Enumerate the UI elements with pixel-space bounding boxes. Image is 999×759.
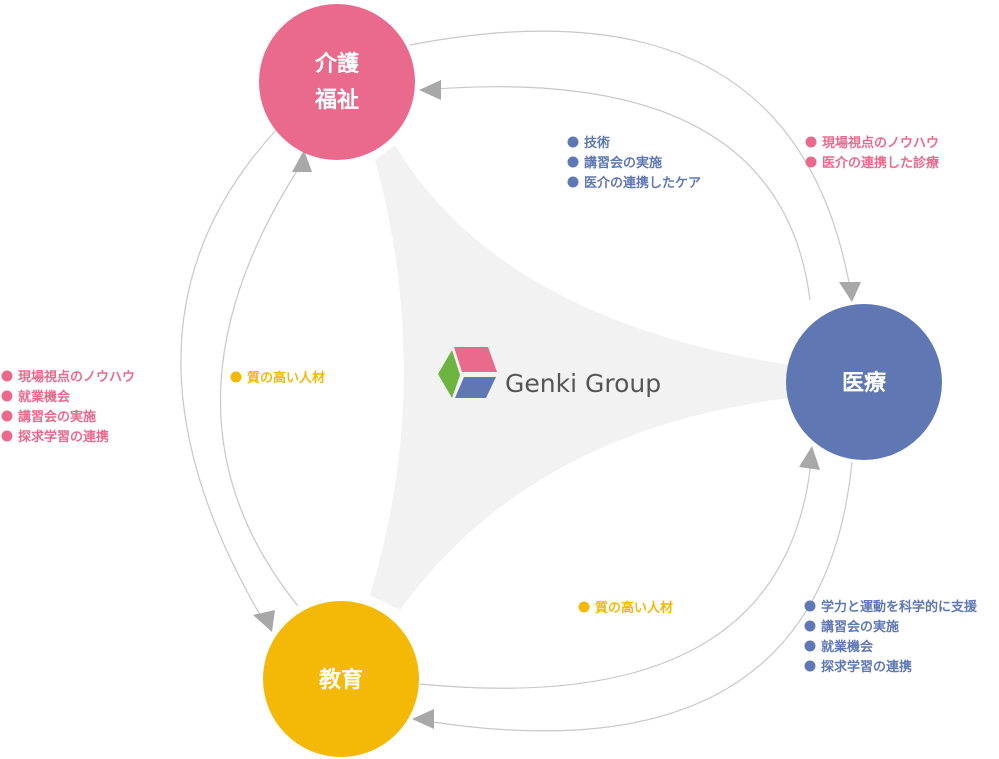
list-item: 講習会の実施 [821,619,899,635]
list-item: 医介の連携した診療 [822,155,940,171]
arc-kyoiku-to-kaigo-inner [219,159,305,607]
arc-kaigo-to-kyoiku-outer [180,127,279,626]
logo-green-segment [438,350,460,398]
genki-logo-icon [438,347,497,398]
brand-name: Genki Group [505,369,661,398]
bullet-dot-icon [804,620,816,632]
list-item: 探求学習の連携 [18,429,109,445]
list-item: 現場視点のノウハウ [822,135,939,151]
bullet-dot-icon [805,156,817,168]
kyoiku-label: 教育 [319,667,363,693]
bullet-dot-icon [567,176,579,188]
arrowhead-icon [419,80,441,100]
arrowhead-icon [799,446,820,470]
iryo-label: 医療 [842,370,886,396]
kaigo-label-line1: 介護 [314,51,360,77]
relationship-lists: 現場視点のノウハウ医介の連携した診療技術講習会の実施医介の連携したケア現場視点の… [1,135,978,675]
node-kaigo-fukushi: 介護 福祉 [259,4,415,160]
list-item: 現場視点のノウハウ [18,369,135,385]
kyoiku-circle [263,601,419,757]
bullet-dot-icon [804,640,816,652]
node-kyoiku: 教育 [263,601,419,757]
kaigo-label-line2: 福祉 [314,88,359,113]
arrowhead-icon [412,709,434,729]
bullet-dot-icon [804,660,816,672]
list-item: 講習会の実施 [18,409,96,425]
iryo-circle [786,304,942,460]
arrowhead-icon [253,610,275,632]
list-kyoiku-to-kaigo: 質の高い人材 [230,370,325,386]
arc-kyoiku-to-iryo-inner [419,451,813,689]
node-iryo: 医療 [786,304,942,460]
bullet-dot-icon [567,156,579,168]
list-item: 質の高い人材 [247,370,325,386]
bullet-dot-icon [567,136,579,148]
brand-logo: Genki Group [438,347,661,398]
list-item: 講習会の実施 [584,155,662,171]
logo-blue-segment [455,377,496,398]
arrowhead-icon [292,150,312,172]
kaigo-circle [259,4,415,160]
logo-pink-segment [454,347,497,372]
arc-iryo-to-kyoiku-outer [419,461,853,732]
list-item: 探求学習の連携 [821,659,912,675]
arc-iryo-to-kaigo-inner [421,86,811,301]
arrowhead-icon [839,282,861,302]
list-item: 就業機会 [821,639,874,655]
list-item: 質の高い人材 [595,600,673,616]
bullet-dot-icon [230,371,242,383]
bullet-dot-icon [805,136,817,148]
list-item: 医介の連携したケア [584,175,701,191]
bullet-dot-icon [804,600,816,612]
bullet-dot-icon [1,370,13,382]
bullet-dot-icon [1,430,13,442]
list-item: 就業機会 [18,389,71,405]
bullet-dot-icon [578,601,590,613]
center-connection-shape [370,145,790,610]
arc-kaigo-to-iryo-outer [409,30,853,301]
list-item: 学力と運動を科学的に支援 [821,599,978,615]
bullet-dot-icon [1,410,13,422]
list-kyoiku-to-iryo: 質の高い人材 [578,600,673,616]
connector-arcs [180,30,853,732]
arrowheads [253,80,861,729]
list-item: 技術 [584,135,610,151]
bullet-dot-icon [1,390,13,402]
